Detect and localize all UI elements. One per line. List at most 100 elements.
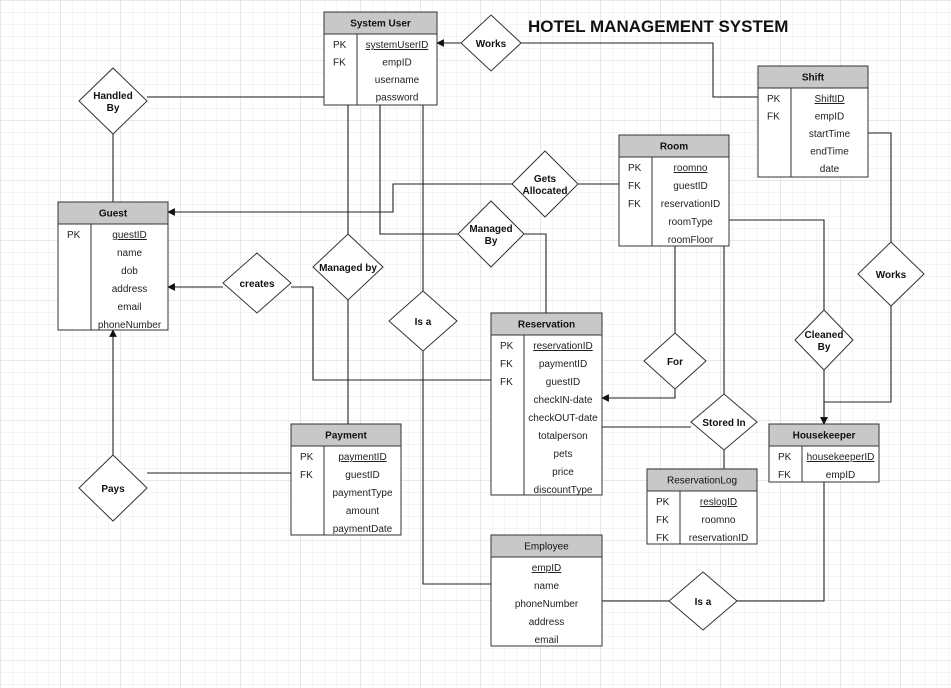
attribute-pets: pets: [554, 449, 573, 460]
attribute-checkout-date: checkOUT-date: [528, 413, 598, 424]
relationship-diamond: [668, 571, 738, 631]
relationship-label: Allocated: [522, 186, 567, 197]
relationship-diamond: [857, 241, 925, 307]
attribute-guestid: guestID: [673, 181, 707, 192]
attribute-paymentid: paymentID: [338, 452, 386, 463]
attribute-empid: empID: [532, 563, 561, 574]
entity-header: [768, 423, 880, 447]
attribute-reservationid: reservationID: [689, 533, 748, 544]
entity-header: [290, 423, 402, 447]
attribute-reservationid: reservationID: [533, 341, 592, 352]
relationship-diamond: [511, 150, 579, 218]
connector-line: [729, 219, 825, 310]
relationship-diamond: [78, 454, 148, 522]
relationship-diamond: [222, 252, 292, 314]
attribute-email: email: [118, 302, 142, 313]
attribute-password: password: [376, 93, 419, 104]
key-label: FK: [767, 112, 780, 123]
relationship-stored-in: Stored In: [690, 393, 758, 451]
key-label: FK: [300, 470, 313, 481]
entity-header: [490, 312, 603, 336]
entity-name: Shift: [802, 73, 825, 84]
relationship-diamond: [388, 290, 458, 352]
attribute-phonenumber: phoneNumber: [515, 599, 579, 610]
connector-line: [422, 351, 491, 585]
connector-lines: [109, 39, 892, 602]
entity-name: Housekeeper: [793, 431, 856, 442]
relationship-works-2: Works: [857, 241, 925, 307]
attribute-housekeeperid: housekeeperID: [807, 452, 875, 463]
entity-name: Guest: [99, 209, 128, 220]
attribute-systemuserid: systemUserID: [366, 40, 429, 51]
key-label: PK: [628, 163, 642, 174]
relationship-label: By: [485, 236, 498, 247]
relationship-label: Pays: [101, 484, 125, 495]
key-label: PK: [333, 40, 347, 51]
relationship-is-a-2: Is a: [668, 571, 738, 631]
attribute-date: date: [820, 164, 840, 175]
attribute-paymentid: paymentID: [539, 359, 587, 370]
attribute-discounttype: discountType: [534, 485, 593, 496]
attribute-address: address: [112, 284, 148, 295]
relationship-diamond: [78, 67, 148, 135]
attribute-name: name: [534, 581, 559, 592]
key-label: PK: [300, 452, 314, 463]
attribute-guestid: guestID: [345, 470, 379, 481]
relationship-works-1: Works: [460, 14, 522, 72]
relationship-diamond: [457, 200, 525, 268]
attribute-totalperson: totalperson: [538, 431, 587, 442]
relationship-diamond: [312, 233, 384, 301]
entity-header: [323, 11, 438, 35]
attribute-username: username: [375, 75, 420, 86]
attribute-dob: dob: [121, 266, 138, 277]
diagram-title: HOTEL MANAGEMENT SYSTEM: [528, 17, 788, 36]
relationship-label: By: [107, 103, 120, 114]
attribute-empid: empID: [382, 58, 411, 69]
relationship-label: Is a: [415, 317, 432, 328]
attribute-phonenumber: phoneNumber: [98, 320, 162, 331]
key-label: PK: [767, 94, 781, 105]
entity-header: [57, 201, 169, 225]
attribute-endtime: endTime: [810, 147, 849, 158]
connector-line: [524, 233, 547, 313]
attribute-guestid: guestID: [112, 230, 146, 241]
relationship-diamond: [643, 332, 707, 390]
attribute-name: name: [117, 248, 142, 259]
relationship-label: Managed: [469, 224, 512, 235]
key-label: FK: [628, 199, 641, 210]
connector-line: [868, 132, 892, 242]
entity-box: [490, 312, 603, 496]
entity-header: [646, 468, 758, 492]
attribute-amount: amount: [346, 506, 380, 517]
relationship-label: Cleaned: [805, 330, 844, 341]
attribute-roomtype: roomType: [668, 217, 713, 228]
entity-name: Payment: [325, 431, 367, 442]
connector-line: [379, 105, 458, 235]
connector-line: [737, 482, 825, 602]
relationship-label: Works: [876, 270, 907, 281]
attribute-reservationid: reservationID: [661, 199, 720, 210]
key-label: FK: [500, 359, 513, 370]
attribute-roomno: roomno: [702, 515, 736, 526]
relationship-label: Gets: [534, 174, 557, 185]
relationship-pays: Pays: [78, 454, 148, 522]
relationship-label: creates: [239, 279, 274, 290]
entity-header: [618, 134, 730, 158]
connector-line: [601, 389, 676, 402]
attribute-price: price: [552, 467, 574, 478]
relationship-for: For: [643, 332, 707, 390]
relationship-managed-by-2: Managed by: [312, 233, 384, 301]
relationship-label: Is a: [695, 597, 712, 608]
attribute-guestid: guestID: [546, 377, 580, 388]
entity-name: Employee: [524, 542, 569, 553]
attribute-shiftid: ShiftID: [814, 94, 844, 105]
attribute-reslogid: reslogID: [700, 497, 737, 508]
